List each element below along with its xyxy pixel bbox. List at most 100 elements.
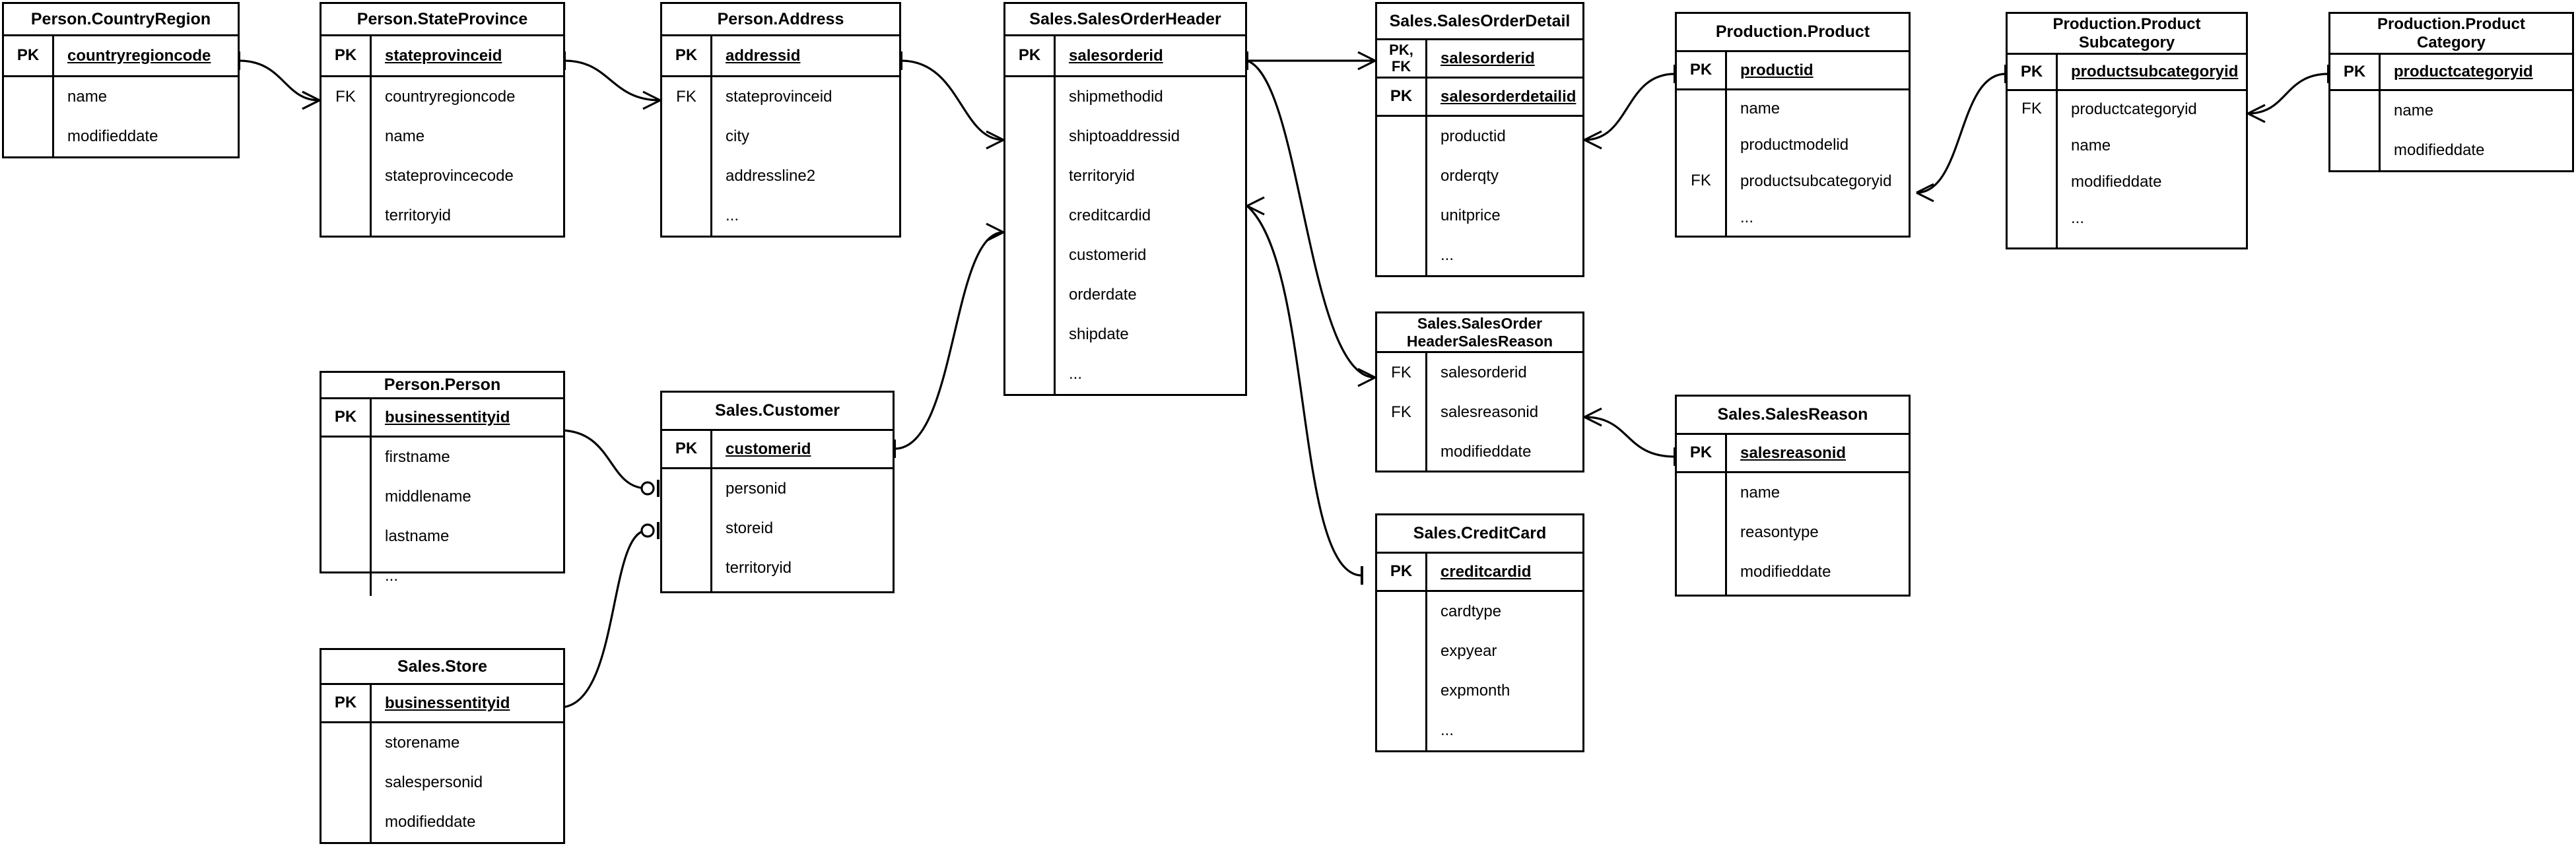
entity-sales-salesorderheader[interactable]: Sales.SalesOrderHeader PK salesorderid: [1003, 2, 1247, 396]
attribute-markers: FK: [1677, 90, 1727, 236]
key-marker: PK: [2008, 55, 2058, 89]
attribute-rows: FK stateprovinceid city addressline2 ...: [662, 77, 899, 236]
key-marker: PK: [322, 685, 372, 721]
field-name: creditcardid: [1441, 562, 1532, 581]
key-fields: stateprovinceid: [372, 36, 563, 75]
field-name: productid: [1740, 61, 1813, 79]
field-name: stateprovinceid: [726, 88, 832, 106]
rel-store-customer: [558, 522, 660, 717]
field-name: businessentityid: [385, 408, 510, 426]
field-name: name: [2071, 136, 2111, 154]
field-name: modifieddate: [1441, 443, 1532, 461]
entity-sales-salesreason[interactable]: Sales.SalesReason PK salesreasonid name …: [1675, 395, 1911, 597]
attr-marker: [1377, 236, 1425, 275]
entity-person-stateprovince[interactable]: Person.StateProvince PK stateprovinceid …: [320, 2, 565, 238]
field-name: territoryid: [385, 207, 452, 224]
attribute-markers: [4, 77, 54, 156]
attribute-rows: storename salespersonid modifieddate: [322, 723, 563, 842]
entity-body: PK addressid FK stateprovinceid city add…: [662, 36, 899, 236]
primary-key-row: PK, FK salesorderid: [1377, 40, 1582, 79]
field-name: countryregioncode: [67, 46, 211, 65]
key-marker: PK: [1377, 79, 1427, 115]
attribute-markers: [322, 723, 372, 842]
entity-title: Sales.SalesOrderHeader: [1005, 4, 1245, 36]
attr-marker: [1677, 199, 1725, 236]
field-name: name: [385, 127, 425, 145]
field-name: cardtype: [1441, 602, 1502, 620]
attribute-fields: cardtype expyear expmonth ...: [1427, 592, 1582, 750]
entity-person-countryregion[interactable]: Person.CountryRegion PK countryregioncod…: [2, 2, 240, 158]
primary-key-row: PK stateprovinceid: [322, 36, 563, 77]
field-name: name: [1740, 484, 1780, 502]
attribute-markers: [322, 438, 372, 596]
entity-sales-salesorderheadersalesreason[interactable]: Sales.SalesOrder HeaderSalesReason FK FK…: [1375, 311, 1584, 472]
entity-person-address[interactable]: Person.Address PK addressid FK stateprov…: [660, 2, 901, 238]
field-name: ...: [1441, 721, 1454, 739]
attr-marker: [1677, 127, 1725, 163]
rel-stateprovince-address: [563, 51, 661, 110]
attribute-fields: name productmodelid productsubcategoryid…: [1727, 90, 1909, 236]
entity-sales-customer[interactable]: Sales.Customer PK customerid personid st…: [660, 391, 895, 593]
attribute-rows: name modifieddate: [2330, 91, 2572, 170]
field-name: stateprovincecode: [385, 167, 514, 185]
field-name: ...: [1441, 246, 1454, 264]
field-name: productsubcategoryid: [2071, 63, 2239, 81]
rel-customer-salesorderheader: [893, 222, 1004, 458]
key-marker: PK: [662, 36, 712, 75]
entity-production-productsubcategory[interactable]: Production.Product Subcategory PK produc…: [2006, 12, 2248, 249]
attribute-markers: FK: [2008, 91, 2058, 247]
entity-title: Sales.Customer: [662, 393, 893, 431]
field-name: modifieddate: [2394, 141, 2485, 159]
attribute-fields: shipmethodid shiptoaddressid territoryid…: [1056, 77, 1245, 394]
entity-title: Production.Product: [1677, 14, 1909, 52]
rel-salesreason-soh_salesreason: [1584, 407, 1676, 466]
attr-marker: [1377, 671, 1425, 711]
attribute-markers: FK: [662, 77, 712, 236]
entity-title: Sales.SalesOrder HeaderSalesReason: [1377, 313, 1582, 353]
rel-salesorderheader-salesorderdetail: [1246, 51, 1376, 71]
field-name: storename: [385, 734, 460, 752]
attribute-rows: FK name productmodelid productsubcategor…: [1677, 90, 1909, 236]
attribute-fields: stateprovinceid city addressline2 ...: [712, 77, 899, 236]
field-name: lastname: [385, 527, 450, 545]
attribute-rows: cardtype expyear expmonth ...: [1377, 592, 1582, 750]
attribute-markers: [1677, 473, 1727, 595]
attr-marker: [1377, 196, 1425, 236]
field-name: expmonth: [1441, 682, 1510, 700]
attribute-rows: FK productcategoryid name modifieddate .…: [2008, 91, 2246, 247]
attr-marker: [662, 548, 710, 588]
entity-body: PK productid FK name productmodelid prod…: [1677, 52, 1909, 236]
key-fields: addressid: [712, 36, 899, 75]
field-name: salesreasonid: [1740, 443, 1847, 462]
entity-sales-salesorderdetail[interactable]: Sales.SalesOrderDetail PK, FK salesorder…: [1375, 2, 1584, 277]
key-fields: creditcardid: [1427, 554, 1582, 590]
attribute-fields: countryregioncode name stateprovincecode…: [372, 77, 563, 236]
key-fields: productsubcategoryid: [2058, 55, 2246, 89]
field-name: salesorderid: [1069, 46, 1163, 65]
field-name: customerid: [1069, 246, 1147, 264]
field-name: shipdate: [1069, 325, 1129, 343]
entity-production-productcategory[interactable]: Production.Product Category PK productca…: [2328, 12, 2574, 172]
attribute-markers: [1377, 117, 1427, 275]
attr-marker: [1005, 354, 1054, 394]
attribute-markers: [662, 469, 712, 591]
key-fields: countryregioncode: [54, 36, 238, 75]
entity-title: Sales.CreditCard: [1377, 515, 1582, 554]
attr-marker: [1005, 156, 1054, 196]
attribute-fields: productcategoryid name modifieddate ...: [2058, 91, 2246, 247]
entity-sales-creditcard[interactable]: Sales.CreditCard PK creditcardid cardtyp…: [1375, 513, 1584, 752]
entity-production-product[interactable]: Production.Product PK productid FK name …: [1675, 12, 1911, 238]
entity-sales-store[interactable]: Sales.Store PK businessentityid storenam…: [320, 648, 565, 844]
attr-marker: [2330, 131, 2379, 170]
primary-key-row: PK customerid: [662, 431, 893, 469]
field-name: ...: [726, 207, 739, 224]
attr-marker: [322, 477, 370, 517]
attr-marker: [1377, 117, 1425, 156]
attr-marker: [662, 117, 710, 156]
rel-address-salesorderheader: [900, 51, 1004, 150]
field-name: salespersonid: [385, 773, 483, 791]
entity-person-person[interactable]: Person.Person PK businessentityid firstn…: [320, 371, 565, 596]
field-name: salesorderdetailid: [1441, 87, 1576, 106]
field-name: modifieddate: [2071, 172, 2162, 191]
